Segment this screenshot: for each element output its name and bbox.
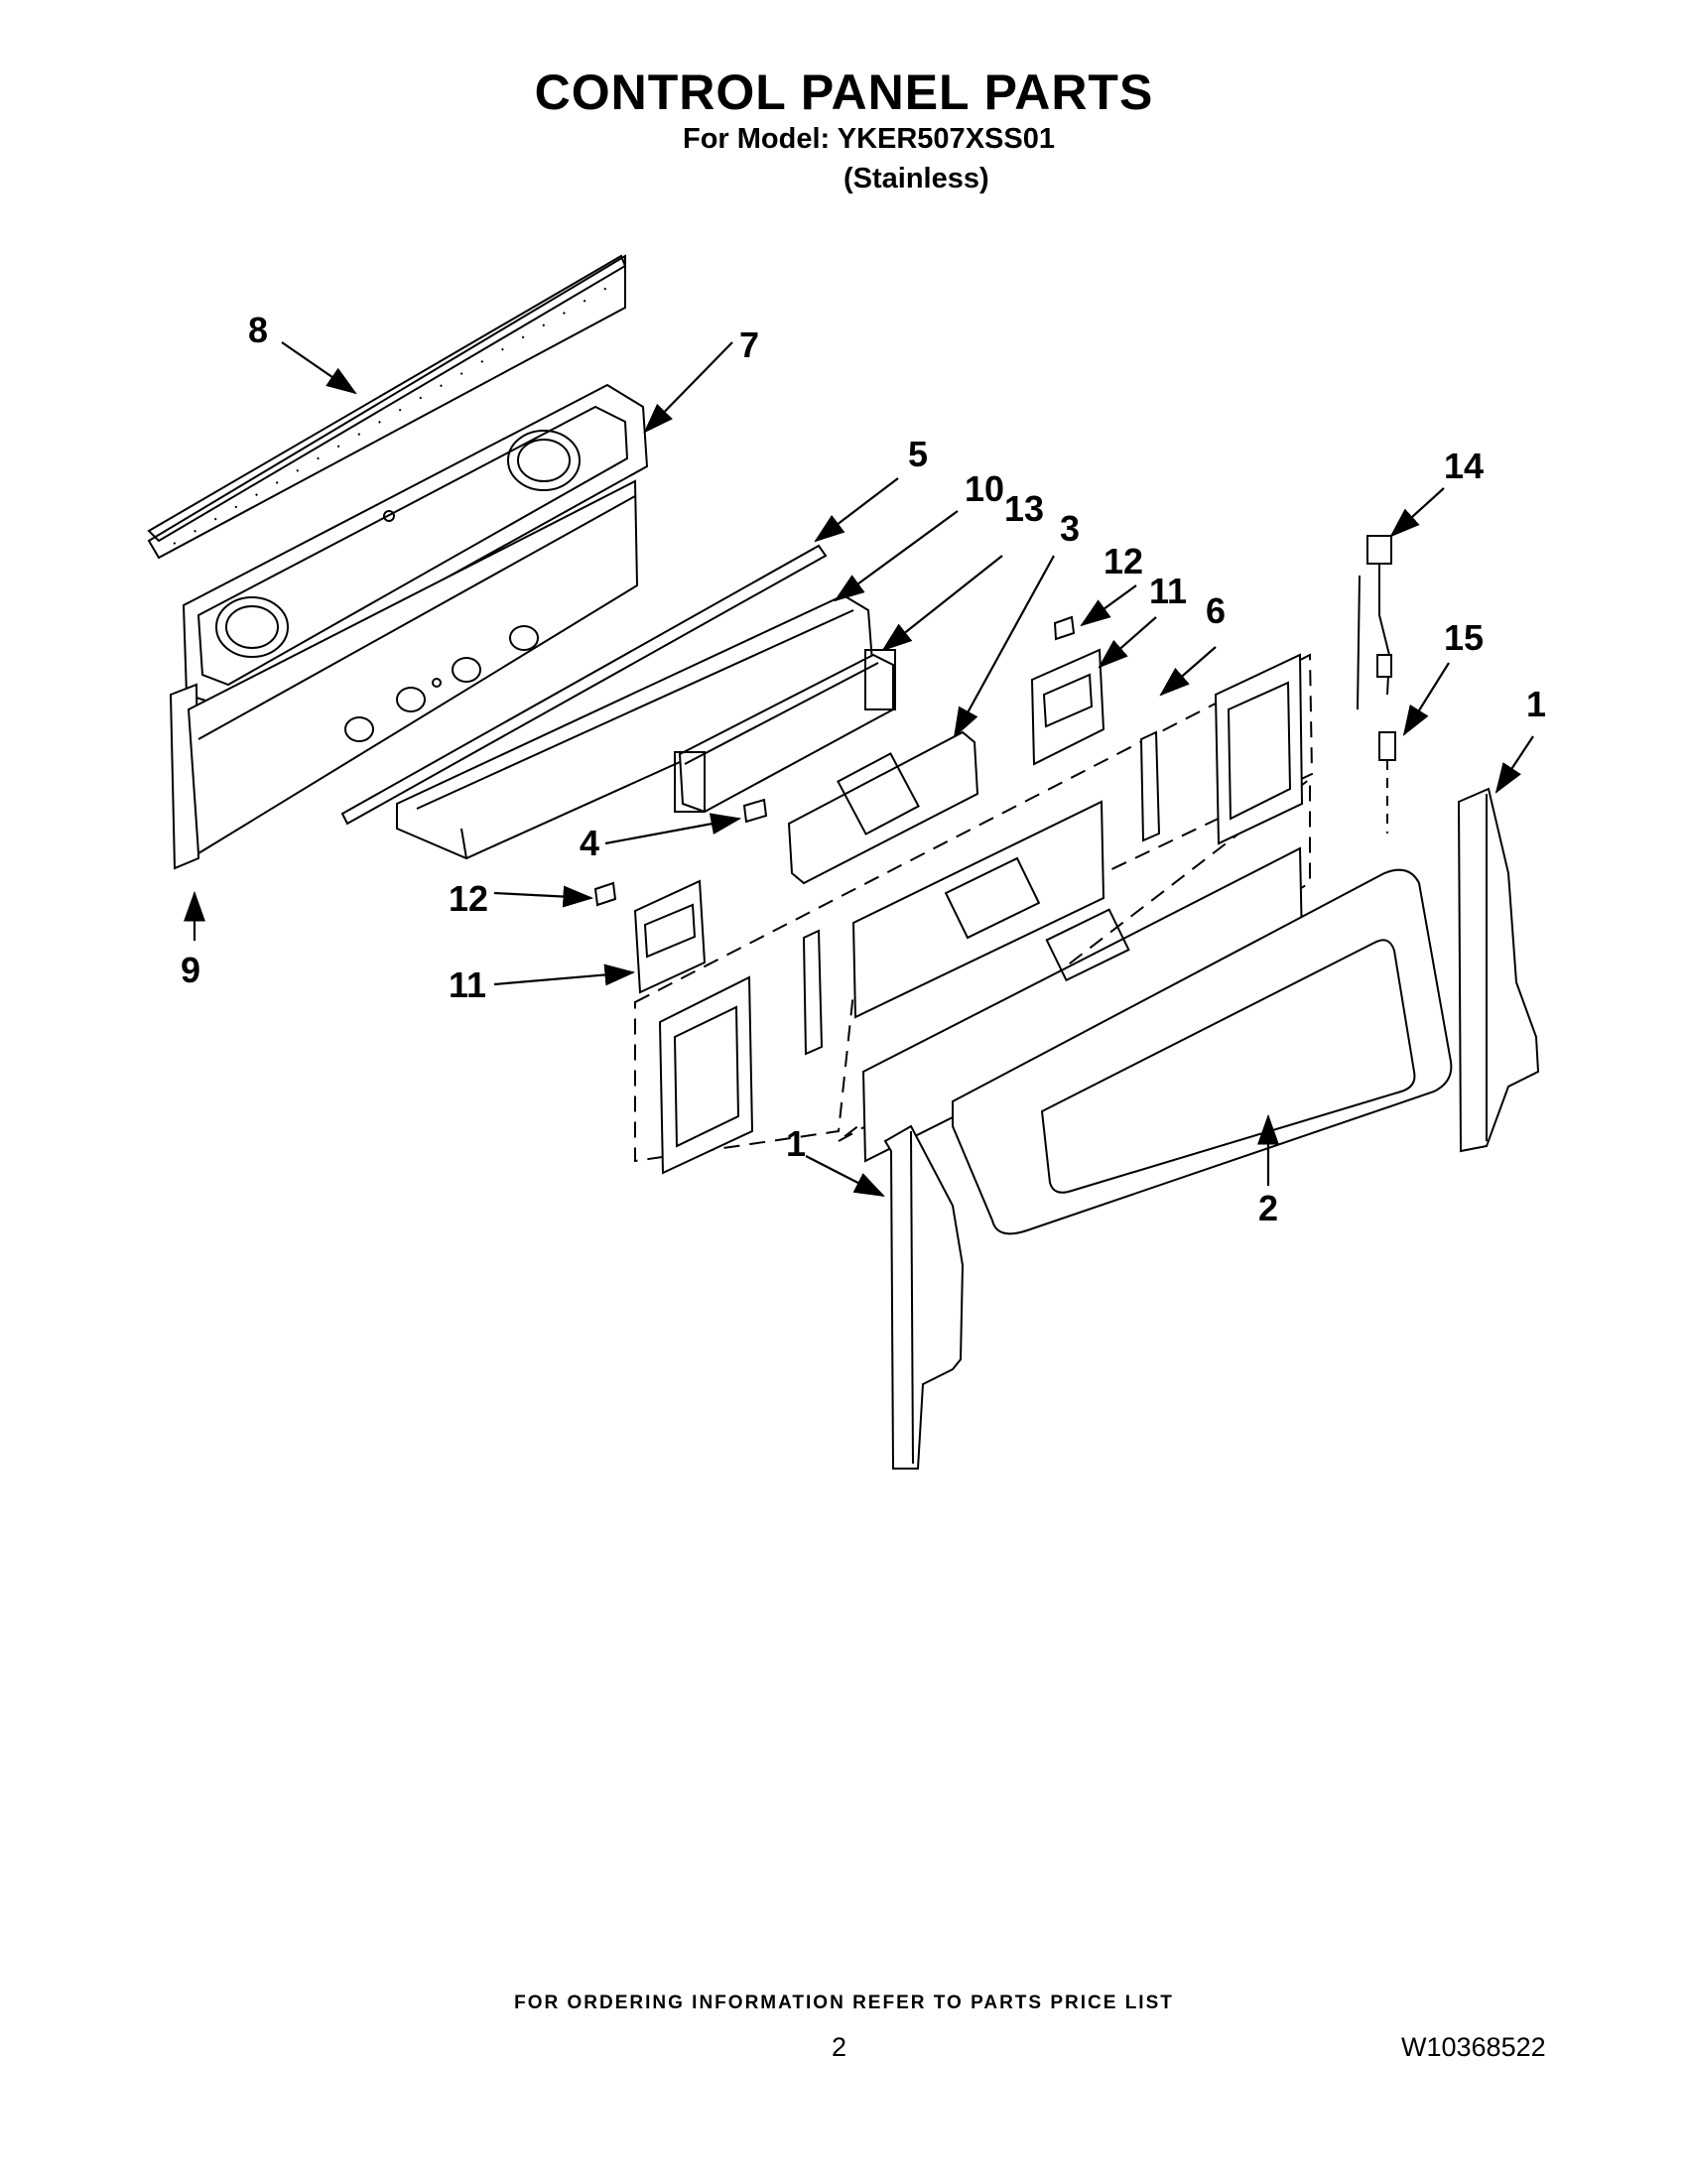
callout-2: 2	[1258, 1188, 1278, 1228]
finish-label: (Stainless)	[844, 163, 989, 194]
model-line: For Model: YKER507XSS01	[683, 123, 1055, 155]
ordering-note: FOR ORDERING INFORMATION REFER TO PARTS …	[514, 1992, 1174, 2013]
part-3-control-board	[787, 730, 979, 885]
leader-arrows	[184, 341, 1534, 1198]
callout-6: 6	[1206, 590, 1226, 631]
part-8-trim-strip	[147, 254, 627, 560]
part-1-end-cap-right	[1457, 787, 1540, 1153]
callout-labels: 1 1 2 3 4 5 6 7 8 9 10 11 11 12 12 13 14…	[181, 310, 1546, 1228]
callout-10: 10	[965, 468, 1004, 509]
part-5-rear-channel	[340, 544, 828, 826]
callout-8: 8	[248, 310, 268, 350]
part-11-keypad-lower	[633, 879, 707, 994]
part-2-console-trim	[952, 868, 1453, 1235]
callout-7: 7	[739, 324, 759, 365]
part-11-keypad-upper	[1030, 648, 1105, 766]
page-title: CONTROL PANEL PARTS	[534, 64, 1154, 120]
side-frame-left	[658, 975, 754, 1175]
part-1-end-cap-left	[883, 1124, 965, 1470]
callout-3: 3	[1060, 508, 1080, 549]
callout-4: 4	[580, 823, 599, 863]
fan-opening-right-shape	[507, 430, 581, 491]
callout-5: 5	[908, 434, 928, 474]
callout-15: 15	[1444, 617, 1484, 658]
callout-1-left: 1	[786, 1123, 806, 1164]
hinge-brackets	[802, 730, 1161, 1056]
document-number: W10368522	[1401, 2032, 1546, 2062]
screws	[593, 615, 1076, 907]
part-15-connector	[1378, 731, 1396, 834]
callout-9: 9	[181, 950, 200, 990]
callout-12-lower: 12	[449, 878, 488, 919]
control-panel-face	[851, 800, 1304, 1163]
part-9-mounting-bracket	[169, 479, 639, 870]
fan-opening-left-shape	[215, 596, 289, 658]
callout-1-right: 1	[1526, 684, 1546, 724]
callout-12-upper: 12	[1104, 541, 1143, 581]
callout-13: 13	[1004, 488, 1044, 529]
page-number: 2	[832, 2032, 847, 2062]
part-13-ribbon-cable	[674, 649, 896, 814]
part-14-sensor-wire	[1357, 535, 1392, 710]
callout-14: 14	[1444, 446, 1484, 486]
side-frame-right	[1214, 653, 1304, 845]
callout-11-upper: 11	[1149, 571, 1187, 611]
callout-11-lower: 11	[449, 964, 486, 1005]
